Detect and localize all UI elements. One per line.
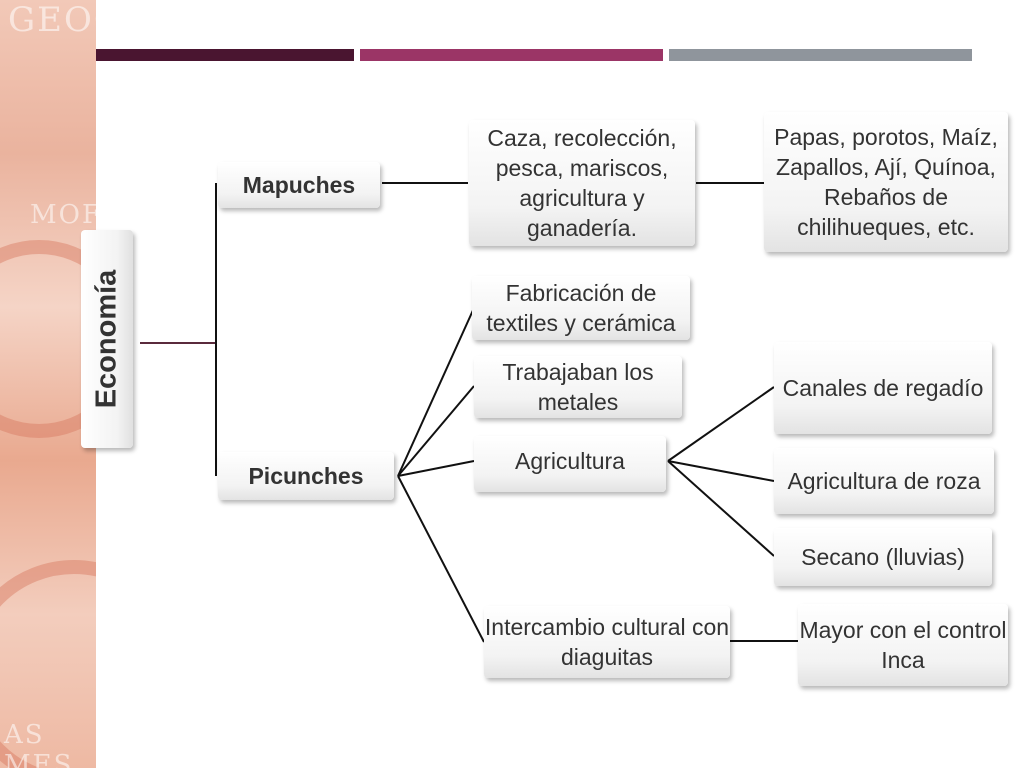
connector-agricultura-regadio: [667, 386, 775, 462]
connector-picunches-metales: [397, 385, 475, 477]
node-agricultura-label: Agricultura: [515, 448, 625, 474]
accent-bar-gray: [669, 49, 972, 61]
accent-bar-magenta: [360, 49, 663, 61]
node-intercambio: Intercambio cultural con diaguitas: [484, 606, 730, 678]
connector-picunches-textiles: [397, 307, 475, 477]
node-agricultura-roza-label: Agricultura de roza: [787, 468, 981, 494]
node-textiles-label: Fabricación de textiles y cerámica: [486, 280, 676, 336]
root-node-label: Economía: [90, 269, 123, 409]
node-metales: Trabajaban los metales: [474, 356, 682, 418]
background-watermark-text: AS MES: [4, 720, 74, 768]
accent-bar-dark: [96, 49, 354, 61]
connector-agricultura-roza: [667, 460, 775, 482]
node-mapuches-activities: Caza, recolección, pesca, mariscos, agri…: [469, 120, 695, 246]
root-node-economia: Economía: [81, 230, 133, 448]
connector-agricultura-secano: [667, 460, 775, 557]
node-canales-regadio: Canales de regadío: [774, 342, 992, 434]
node-mapuches-label: Mapuches: [242, 172, 356, 198]
node-intercambio-label: Intercambio cultural con diaguitas: [484, 614, 730, 670]
node-textiles: Fabricación de textiles y cerámica: [472, 276, 690, 340]
node-secano: Secano (lluvias): [774, 528, 992, 586]
connector-picunches-intercambio: [397, 475, 485, 643]
node-control-inca: Mayor con el control Inca: [798, 604, 1008, 686]
node-picunches: Picunches: [218, 452, 394, 500]
node-mapuches-products: Papas, porotos, Maíz, Zapallos, Ají, Quí…: [764, 112, 1008, 252]
connector-picunches-agricultura: [397, 460, 475, 477]
background-watermark-text: GEOG: [8, 0, 96, 40]
node-agricultura-roza: Agricultura de roza: [774, 448, 994, 514]
node-picunches-label: Picunches: [248, 463, 364, 489]
node-agricultura: Agricultura: [474, 436, 666, 492]
node-control-inca-label: Mayor con el control Inca: [799, 617, 1007, 673]
node-metales-label: Trabajaban los metales: [502, 359, 654, 415]
node-mapuches: Mapuches: [218, 162, 380, 208]
node-mapuches-products-label: Papas, porotos, Maíz, Zapallos, Ají, Quí…: [774, 124, 998, 240]
node-mapuches-activities-label: Caza, recolección, pesca, mariscos, agri…: [487, 125, 677, 241]
node-canales-regadio-label: Canales de regadío: [782, 375, 984, 401]
background-watermark-text: MOF: [30, 200, 96, 230]
decorative-background-strip: GEOG MOF AS MES: [0, 0, 96, 768]
node-secano-label: Secano (lluvias): [801, 544, 965, 570]
